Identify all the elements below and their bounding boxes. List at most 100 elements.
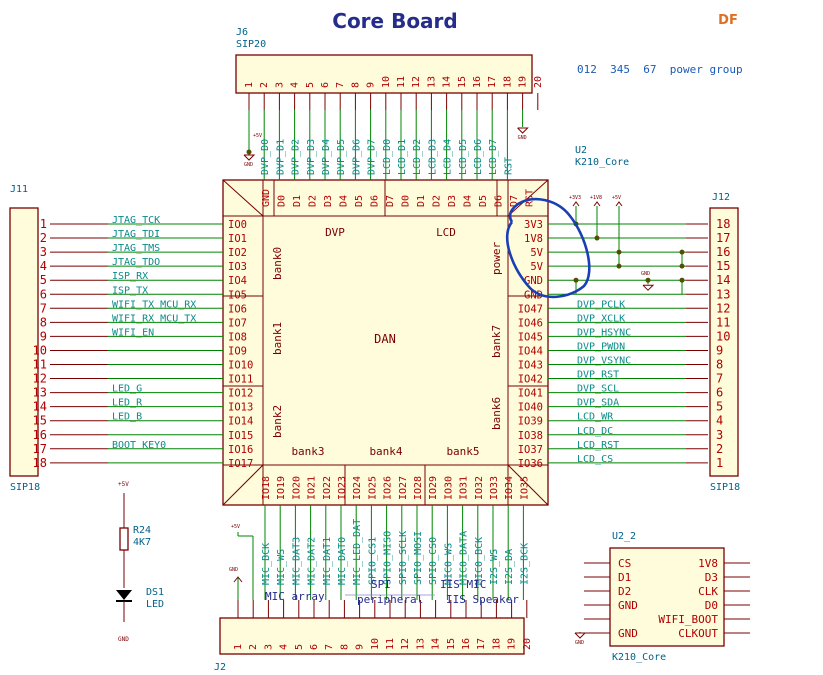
j2-pin-number: 7 [324,644,335,650]
j11-pin-number: 2 [40,231,47,245]
gnd-triangle [574,632,587,639]
u2-2-right-pin: WIFI_BOOT [658,613,718,626]
u2-bottom-pin: IO21 [307,476,318,500]
u2-left-pin: IO1 [228,233,247,245]
junction-dot [573,277,579,283]
left-net-label: WIFI_TX MCU_RX [112,299,196,310]
u2-top-pin: D4 [339,195,350,207]
right-net-label: LCD_WR [577,412,614,423]
j6-body [235,54,533,94]
u2-left-pin: IO8 [228,331,247,343]
u2-right-pin: 1V8 [524,233,543,245]
bottom-net-label: MIC_BCK [261,543,272,585]
diagram-title: Core Board [332,9,457,33]
u2-bottom-pin: IO35 [519,476,530,500]
j6-pin-number: 5 [305,82,316,88]
u2-top-pin: D1 [292,195,303,207]
group-label: MIC array [265,590,325,603]
u2-top-pin: D5 [478,195,489,207]
j12-pin-number: 4 [716,414,723,428]
j2-pin-number: 3 [263,644,274,650]
j2-pin-number: 1 [233,644,244,650]
u2-top-pin: D7 [385,195,396,207]
u2-left-pin: IO5 [228,289,247,301]
u2-bottom-pin: IO19 [276,476,287,500]
j12-pin-number: 6 [716,386,723,400]
j11-pin-number: 7 [40,301,47,315]
u2-2-right-pin: D0 [705,599,718,612]
top-net-label: LCD_D0 [382,139,393,175]
junction-dot [616,263,622,269]
j2-pin-number: 10 [370,638,381,650]
top-net-label: DVP_D4 [321,139,332,175]
top-net-label: DVP_D1 [275,139,286,175]
bank-label: power [490,242,503,275]
j6-pin-number: 19 [518,76,529,88]
junction-dot [645,277,651,283]
u2-right-pin: IO37 [518,444,543,456]
u2-top-pin: D6 [494,195,505,207]
ds1-value: LED [146,599,164,610]
u2-bottom-pin: IO18 [261,476,272,500]
bottom-net-label: MIC0_WS [443,543,454,585]
j2-pin-number: 11 [385,638,396,650]
gnd-label: GND [575,640,584,646]
u2-bottom-pin: IO23 [337,476,348,500]
u2-bottom-pin: IO32 [474,476,485,500]
group-label: IIS MIC [440,578,486,591]
j11-pin-number: 17 [33,442,47,456]
u2-top-pin: D0 [401,195,412,207]
right-net-label: DVP_PCLK [577,299,625,310]
j12-pin-number: 18 [716,217,730,231]
right-net-label: LCD_DC [577,426,613,437]
u2-right-pin: IO47 [518,303,543,315]
j2-pin-number: 4 [279,644,290,650]
left-net-label: LED_R [112,398,143,409]
gnd-label: GND [229,567,238,573]
j2-pin-number: 18 [491,638,502,650]
j11-pin-number: 4 [40,259,47,273]
bank-label: bank7 [490,325,503,358]
u2-2-right-pin: CLKOUT [678,627,718,640]
u2-left-pin: IO4 [228,275,247,287]
j6-pin-number: 6 [320,82,331,88]
j2-pin-number: 5 [294,644,305,650]
u2-top-pin: D4 [463,195,474,207]
power-symbol: +1V8 [590,195,602,207]
junction-dot [679,263,685,269]
j11-pin-number: 10 [33,343,47,357]
u2-bottom-pin: IO34 [504,476,515,500]
j6-pin-number: 13 [426,76,437,88]
j2-body [219,617,525,655]
u2-right-pin: GND [524,275,543,287]
gnd-symbol: GND [243,154,256,168]
u2-right-pin: 5V [530,247,543,259]
top-net-label: RST [503,157,514,175]
j12-pin-number: 3 [716,428,723,442]
top-net-label: DVP_D6 [351,139,362,175]
gnd-symbol: GND [517,127,529,141]
j12-pin-number: 15 [716,259,730,273]
bank-label: bank0 [271,247,284,280]
j6-pin-number: 7 [335,82,346,88]
u2-top-pin: D3 [323,195,334,207]
bottom-net-label: MIC_DAT1 [322,537,333,585]
u2-right-pin: IO43 [518,360,543,372]
u2-left-pin: IO17 [228,458,253,470]
u2-2-left-pin: CS [618,557,631,570]
power-arrow [593,201,601,207]
u2-2-left-pin: D1 [618,571,631,584]
left-net-label: ISP_RX [112,271,148,282]
j12-pin-number: 11 [716,315,730,329]
u2-right-pin: IO41 [518,388,543,400]
j12-pin-number: 12 [716,301,730,315]
bottom-net-label: I2S_DA [504,549,515,585]
led-vcc-label: +5V [118,481,129,488]
power-arrow [572,201,580,207]
j6-pin-number: 1 [244,82,255,88]
j2-pin-number: 16 [461,638,472,650]
j12-pin-number: 5 [716,400,723,414]
j11-pin-number: 8 [40,315,47,329]
group-lcd: LCD [436,226,456,239]
u2-top-pin: D5 [354,195,365,207]
